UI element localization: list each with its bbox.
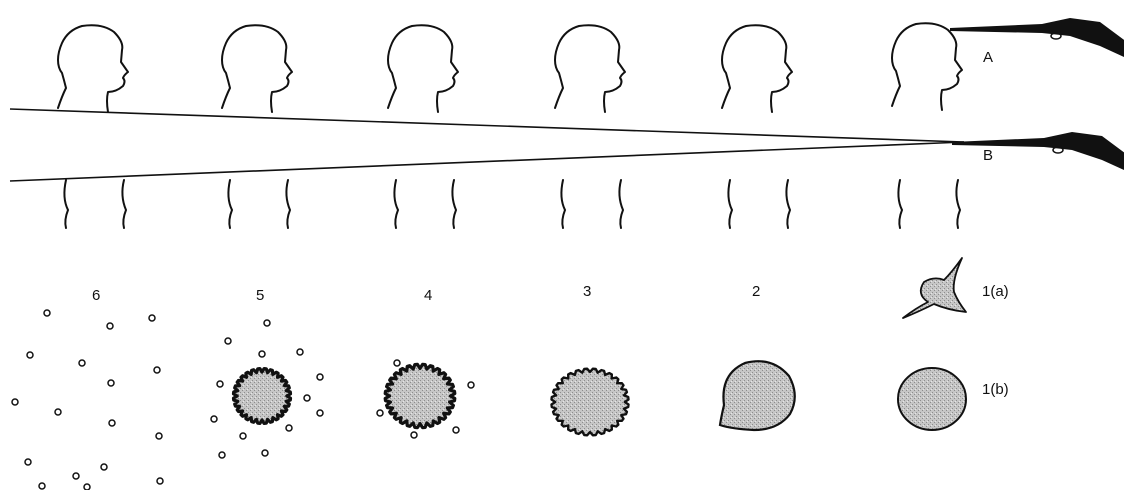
gun-label-a: A [983, 49, 993, 66]
pellet-hole [107, 323, 113, 329]
pellet-hole [240, 433, 246, 439]
pellet-hole [317, 374, 323, 380]
pellet-hole [109, 420, 115, 426]
wound-5 [234, 369, 291, 424]
gun-label-b: B [983, 147, 993, 164]
pellet-hole [101, 464, 107, 470]
pellet-hole [304, 395, 310, 401]
shotgun-a [950, 18, 1124, 62]
pellet-hole [259, 351, 265, 357]
pellet-hole [84, 484, 90, 490]
pellet-hole [12, 399, 18, 405]
stage-label-2: 2 [752, 283, 760, 300]
pellet-hole [27, 352, 33, 358]
pellet-hole [377, 410, 383, 416]
figure-6 [892, 23, 962, 228]
pellet-hole [297, 349, 303, 355]
wound-label-1b: 1(b) [982, 381, 1009, 398]
pellet-hole [156, 433, 162, 439]
pellet-hole [149, 315, 155, 321]
pellet-hole [468, 382, 474, 388]
wound-label-1a: 1(a) [982, 283, 1009, 300]
wound-outline [552, 369, 629, 436]
pellet-hole [211, 416, 217, 422]
pellet-hole [79, 360, 85, 366]
wound-4 [385, 364, 455, 427]
spread-line-upper [10, 109, 964, 142]
figure-2 [222, 25, 292, 228]
figure-1 [58, 25, 128, 228]
pellet-hole [394, 360, 400, 366]
wound-outline [234, 369, 291, 424]
stage-label-4: 4 [424, 287, 432, 304]
pellet-hole [157, 478, 163, 484]
pellet-hole [453, 427, 459, 433]
figure-3 [388, 25, 458, 228]
figure-5 [722, 25, 792, 228]
pellet-hole [411, 432, 417, 438]
pellet-holes-6 [12, 310, 163, 490]
pellet-hole [44, 310, 50, 316]
wound-2 [720, 361, 795, 430]
pellet-hole [286, 425, 292, 431]
wound-1a [903, 258, 966, 318]
pellet-hole [262, 450, 268, 456]
stage-label-6: 6 [92, 287, 100, 304]
stage-label-5: 5 [256, 287, 264, 304]
figure-4 [555, 25, 625, 228]
pellet-hole [317, 410, 323, 416]
pellet-hole [264, 320, 270, 326]
pellet-hole [154, 367, 160, 373]
spread-line-lower [10, 142, 964, 181]
wound-outline [385, 364, 455, 427]
pellet-hole [219, 452, 225, 458]
shotgun-b [952, 132, 1124, 176]
pellet-hole [55, 409, 61, 415]
wound-1b [898, 368, 966, 430]
stage-label-3: 3 [583, 283, 591, 300]
pellet-hole [217, 381, 223, 387]
pellet-hole [108, 380, 114, 386]
pellet-hole [25, 459, 31, 465]
wound-3 [552, 369, 629, 436]
pellet-hole [225, 338, 231, 344]
pellet-hole [39, 483, 45, 489]
pellet-hole [73, 473, 79, 479]
